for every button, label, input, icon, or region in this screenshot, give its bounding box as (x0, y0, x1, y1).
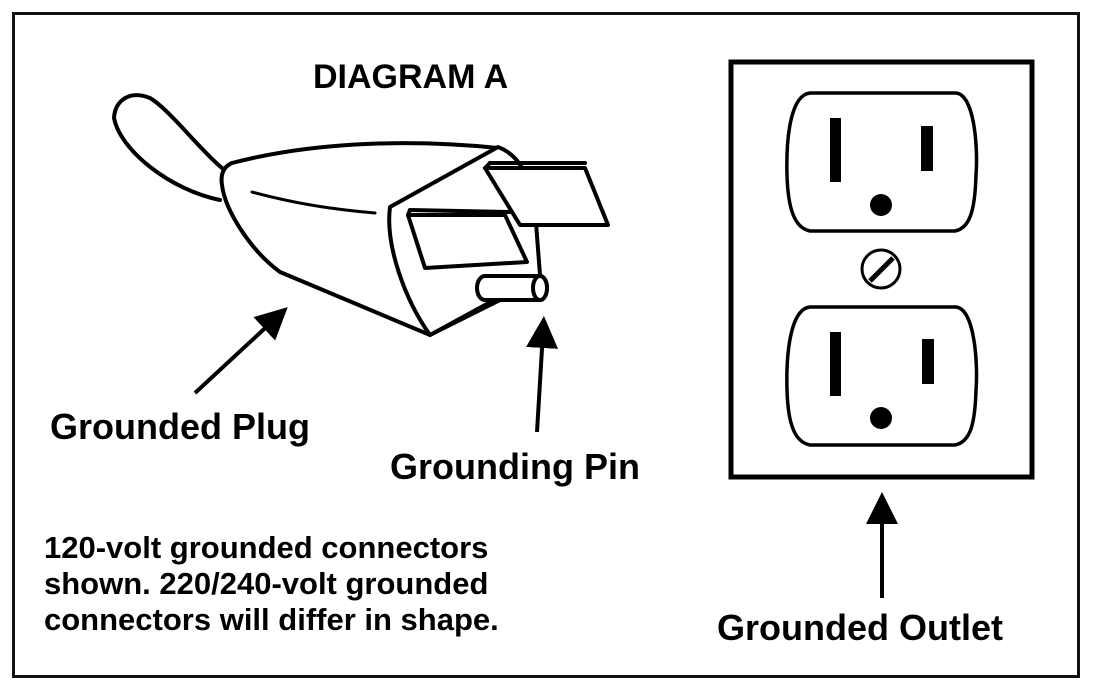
prong-top (483, 166, 610, 227)
grounded-outlet-label: Grounded Outlet (717, 607, 1003, 648)
plug-arrow (193, 307, 288, 395)
prong-bottom (406, 213, 529, 270)
note-text: 120-volt grounded connectors shown. 220/… (44, 530, 499, 638)
note-line: 120-volt grounded connectors (44, 530, 489, 565)
pin-arrow (526, 316, 559, 433)
cord (112, 93, 224, 202)
grounded-outlet-illustration (728, 59, 1035, 480)
arrows (193, 307, 898, 598)
grounded-plug-illustration (112, 93, 610, 337)
grounded-plug-label: Grounded Plug (50, 406, 310, 447)
diagram-frame (12, 12, 1080, 678)
note-line: connectors will differ in shape. (44, 602, 499, 637)
note-line: shown. 220/240-volt grounded (44, 566, 489, 601)
diagram-title: DIAGRAM A (313, 58, 509, 96)
grounding-pin-label: Grounding Pin (390, 446, 640, 487)
